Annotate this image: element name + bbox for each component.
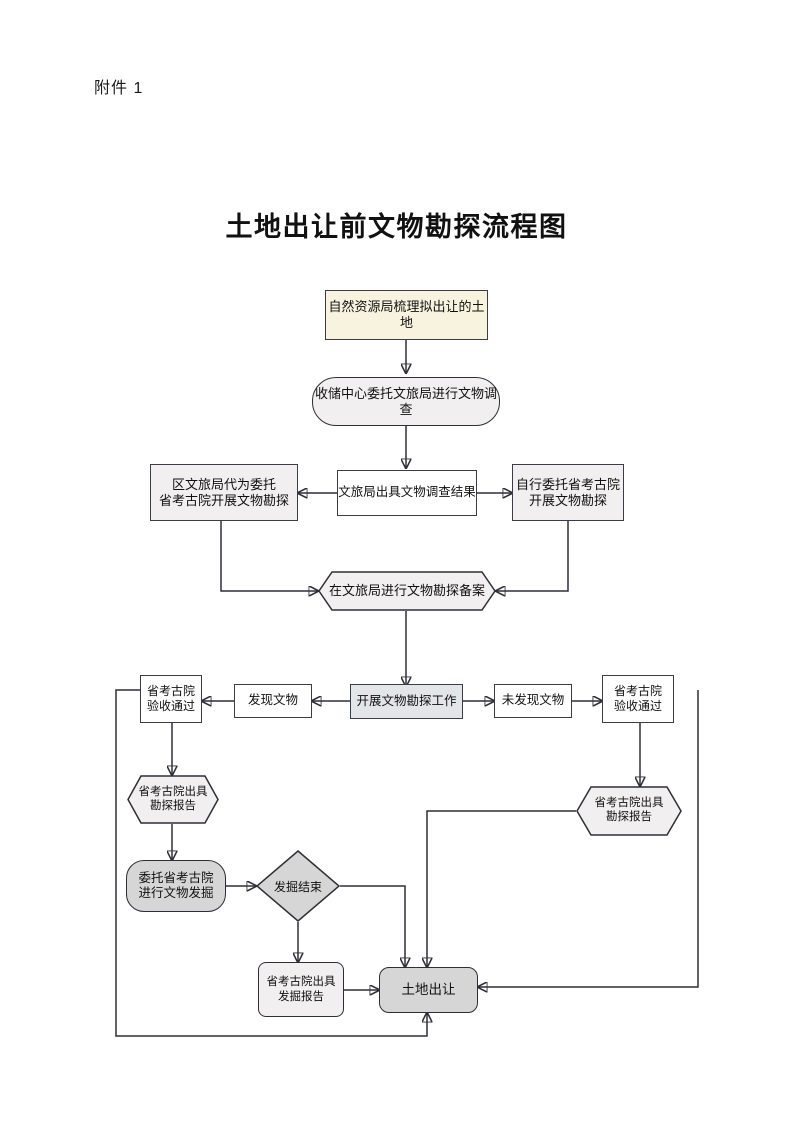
node-storage-center-commission[interactable]: 收储中心委托文旅局进行文物调查 <box>312 377 500 426</box>
node-relics-not-found[interactable]: 未发现文物 <box>494 684 572 718</box>
page-title: 土地出让前文物勘探流程图 <box>225 212 568 242</box>
node-acceptance-passed-right[interactable]: 省考古院 验收通过 <box>602 675 674 723</box>
hexagon-shape <box>127 775 219 824</box>
node-filing-record-label: 在文旅局进行文物勘探备案 <box>328 583 485 599</box>
node-survey-report-right-label: 省考古院出具 勘探报告 <box>594 797 664 823</box>
node-conduct-survey[interactable]: 开展文物勘探工作 <box>350 684 463 719</box>
node-land-bureau-list[interactable]: 自然资源局梳理拟出让的土地 <box>325 290 488 340</box>
node-survey-report-left-label: 省考古院出具 勘探报告 <box>138 785 208 812</box>
node-land-transfer[interactable]: 土地出让 <box>379 967 478 1013</box>
node-excavation-report[interactable]: 省考古院出具 发掘报告 <box>258 962 344 1017</box>
node-excavation-complete[interactable]: 发掘结束 <box>256 850 340 922</box>
node-self-commission[interactable]: 自行委托省考古院 开展文物勘探 <box>512 464 624 521</box>
document-header-label: 附件 1 <box>94 80 144 97</box>
node-commission-excavation[interactable]: 委托省考古院 进行文物发掘 <box>126 860 226 912</box>
node-district-bureau-commission[interactable]: 区文旅局代为委托 省考古院开展文物勘探 <box>150 464 298 521</box>
node-filing-record[interactable]: 在文旅局进行文物勘探备案 <box>318 571 496 611</box>
node-excavation-complete-label: 发掘结束 <box>273 879 322 894</box>
node-survey-report-left[interactable]: 省考古院出具 勘探报告 <box>127 775 219 824</box>
node-survey-report-right[interactable]: 省考古院出具 勘探报告 <box>576 786 682 836</box>
node-survey-result[interactable]: 文旅局出具文物调查结果 <box>337 470 477 516</box>
hexagon-shape <box>576 786 682 836</box>
diamond-shape <box>256 850 340 922</box>
node-acceptance-passed-left[interactable]: 省考古院 验收通过 <box>140 675 202 723</box>
node-relics-found[interactable]: 发现文物 <box>234 684 312 718</box>
